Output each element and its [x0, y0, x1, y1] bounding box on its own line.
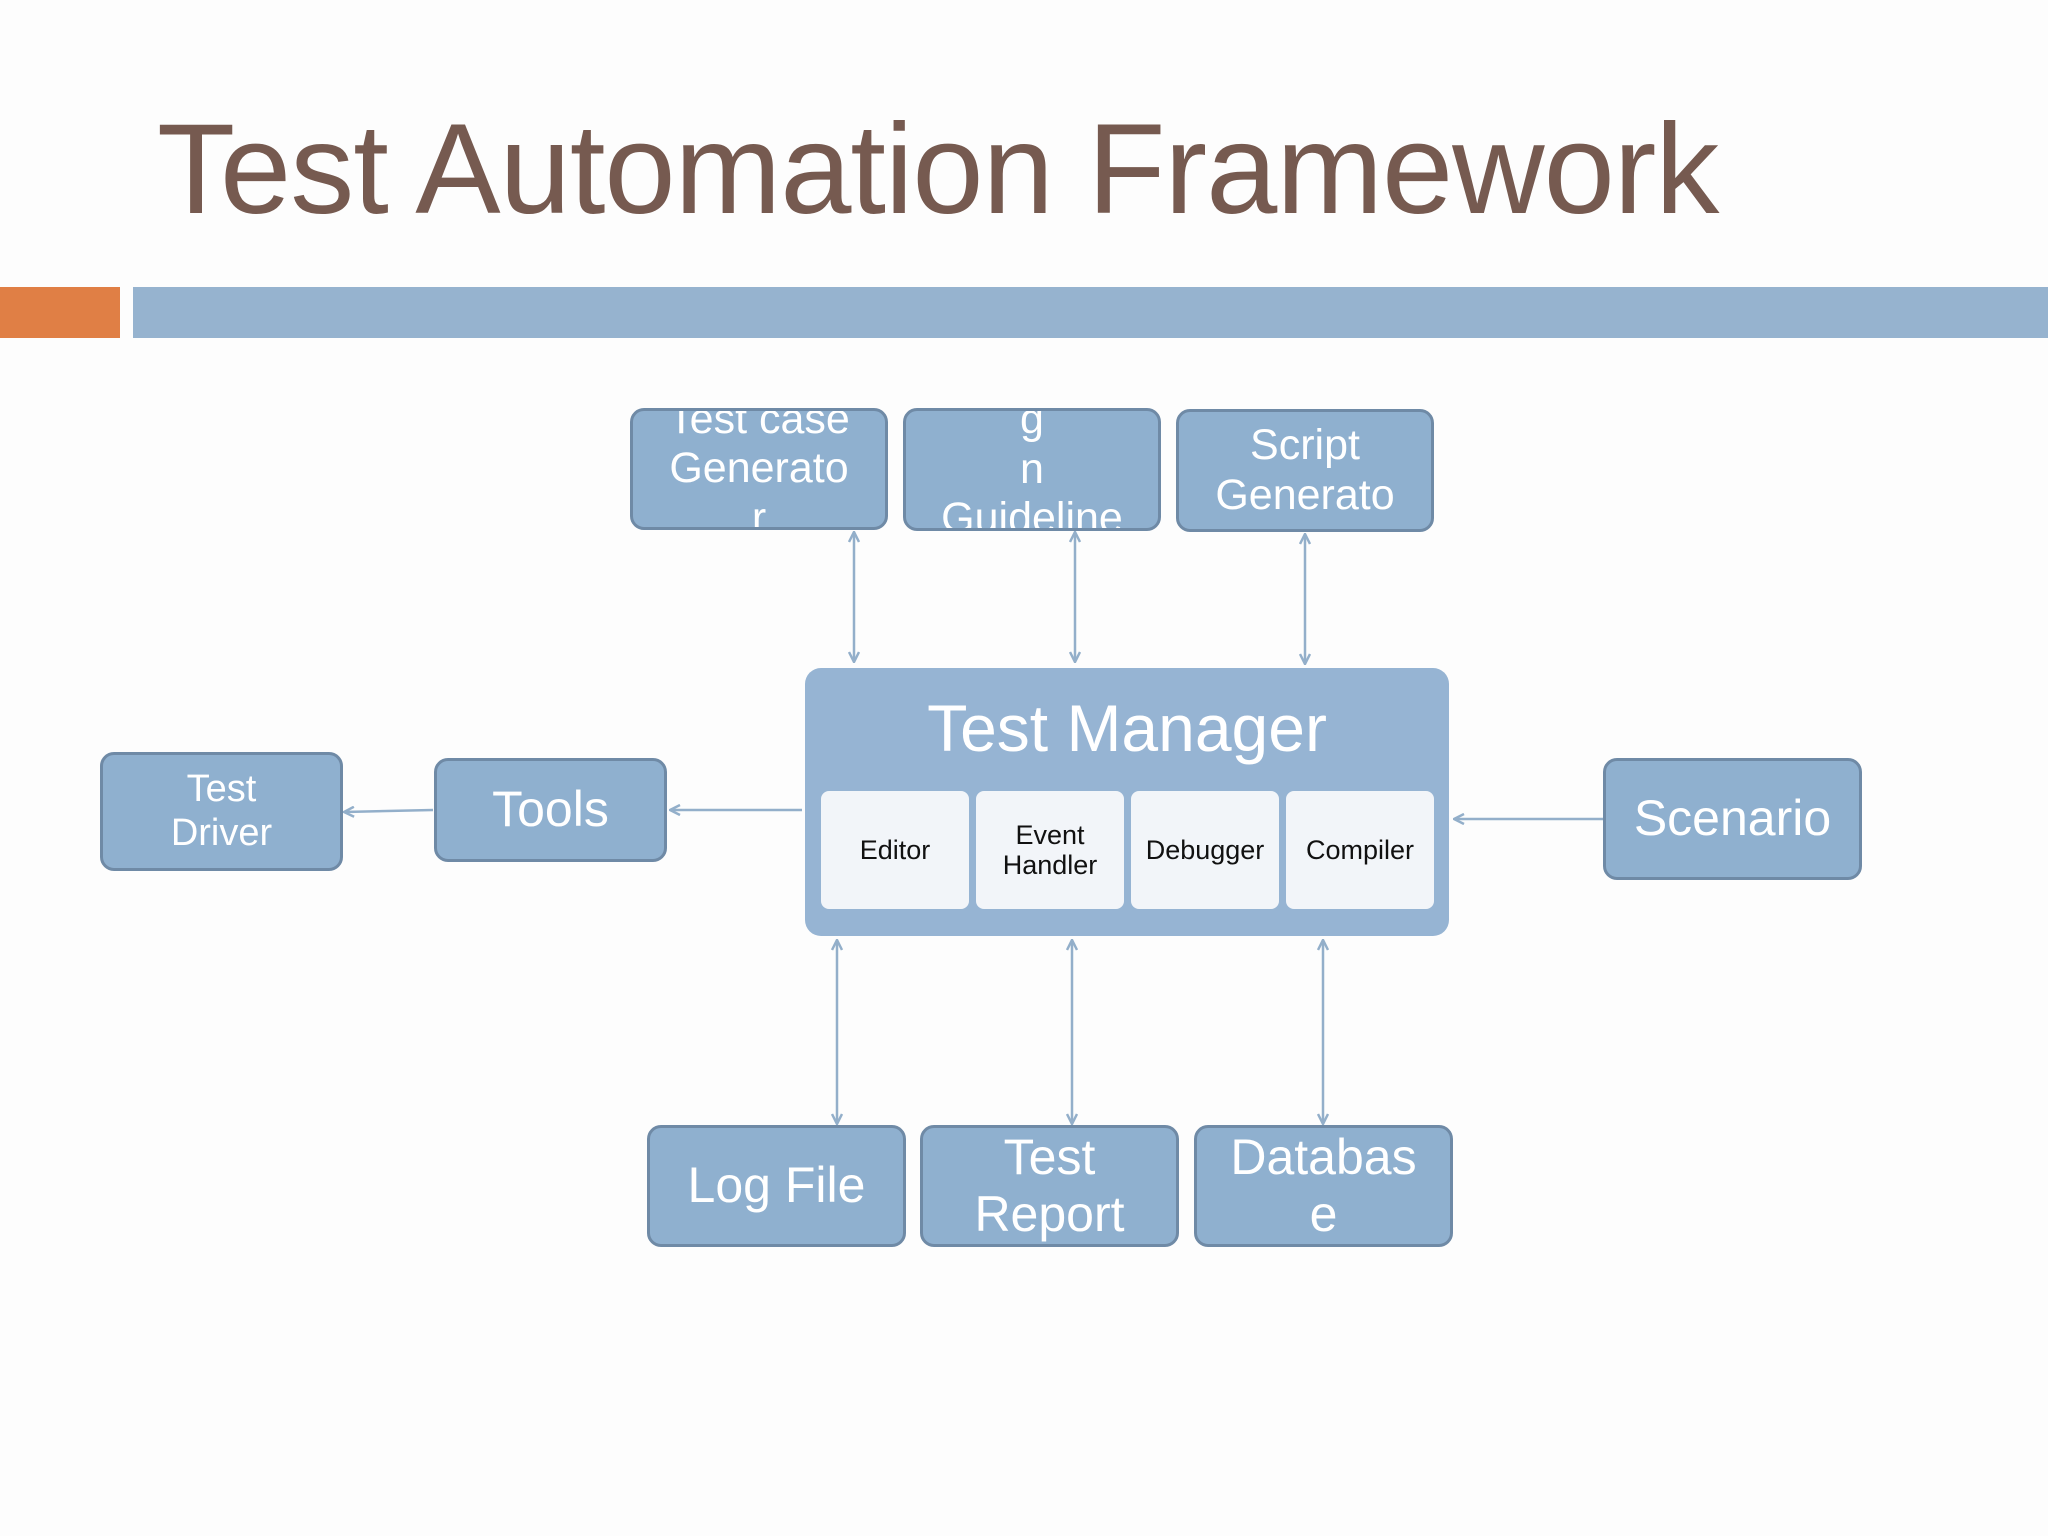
test-case-generator-box: Test case Generato r — [630, 408, 888, 530]
debugger-component: Debugger — [1131, 791, 1279, 909]
test-report-label: Test Report — [974, 1128, 1125, 1243]
event-handler-label: Event Handler — [1002, 820, 1098, 880]
compiler-label: Compiler — [1305, 835, 1415, 865]
database-label: Databas e — [1230, 1128, 1417, 1243]
scenario-box: Scenario — [1603, 758, 1862, 880]
editor-component: Editor — [821, 791, 969, 909]
script-generator-box: Script Generato — [1176, 409, 1434, 532]
script-generator-label: Script Generato — [1215, 421, 1395, 519]
arrow-tools-test-driver — [344, 810, 434, 812]
test-driver-label: Test Driver — [170, 767, 273, 854]
test-manager: Test Manager Editor Event Handler Debugg… — [805, 668, 1449, 936]
tools-box: Tools — [434, 758, 667, 862]
compiler-component: Compiler — [1286, 791, 1434, 909]
log-file-label: Log File — [687, 1157, 866, 1214]
accent-bar — [0, 287, 120, 338]
tools-label: Tools — [492, 781, 609, 838]
database-box: Databas e — [1194, 1125, 1453, 1247]
test-report-box: Test Report — [920, 1125, 1179, 1247]
test-manager-title: Test Manager — [927, 691, 1327, 765]
test-case-generator-label: Test case Generato r — [668, 408, 850, 530]
log-file-box: Log File — [647, 1125, 906, 1247]
guideline-label: g n Guideline — [941, 408, 1123, 531]
header-bar — [133, 287, 2048, 338]
test-driver-box: Test Driver — [100, 752, 343, 871]
editor-label: Editor — [859, 835, 931, 865]
guideline-box: g n Guideline — [903, 408, 1161, 531]
event-handler-component: Event Handler — [976, 791, 1124, 909]
debugger-label: Debugger — [1145, 835, 1265, 865]
scenario-label: Scenario — [1633, 790, 1832, 847]
slide-title: Test Automation Framework — [157, 98, 1719, 241]
